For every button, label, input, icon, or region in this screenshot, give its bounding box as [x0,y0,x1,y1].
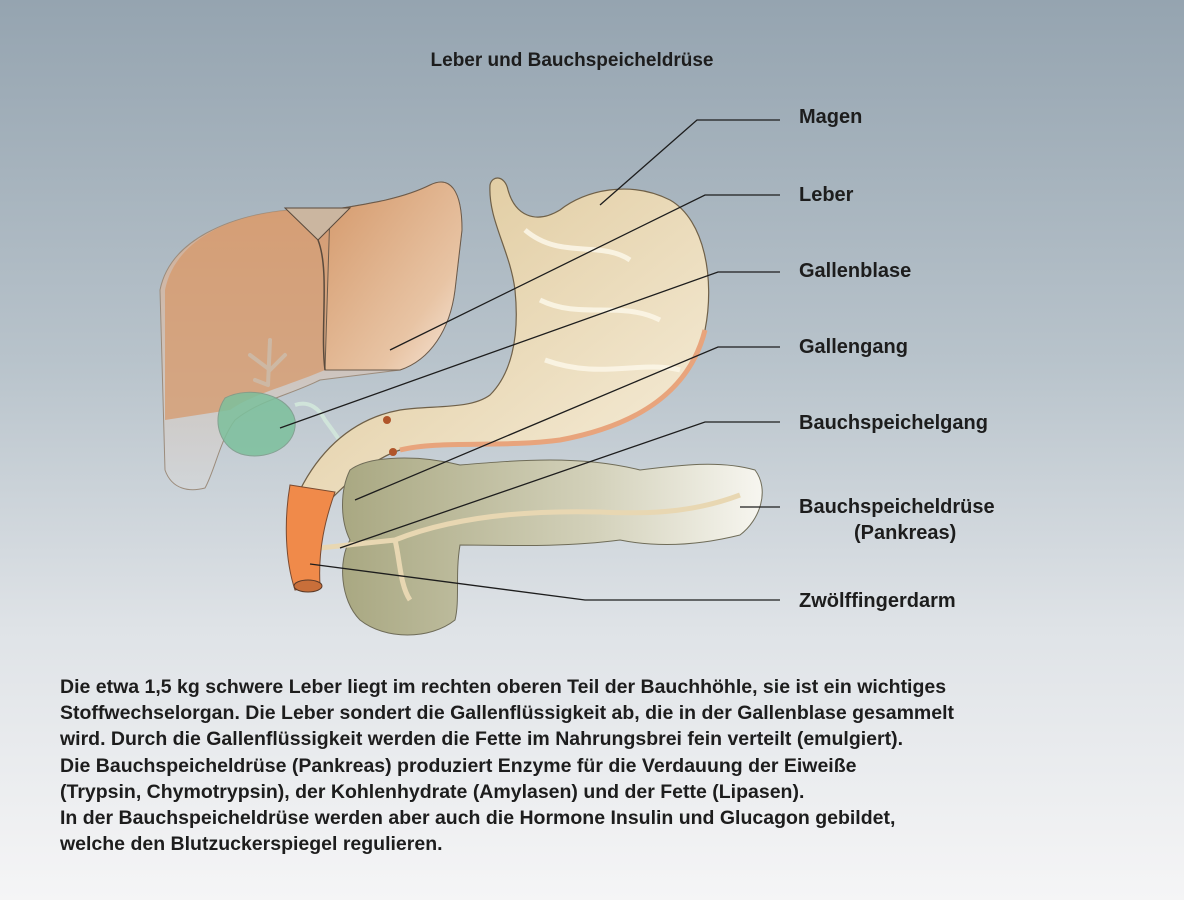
pancreatic-duct [319,492,741,602]
liver-right-lobe [165,210,330,420]
label-gallenblase: Gallenblase [799,260,912,282]
label-gallengang: Gallengang [799,336,908,358]
pancreas [342,457,763,636]
description-text: Die etwa 1,5 kg schwere Leber liegt im r… [60,674,1150,857]
description-line: (Trypsin, Chymotrypsin), der Kohlenhydra… [60,780,805,803]
description-line: Die Bauchspeicheldrüse (Pankreas) produz… [60,754,857,777]
label-bauchspeichelgang: Bauchspeichelgang [799,412,988,434]
description-line: Die etwa 1,5 kg schwere Leber liegt im r… [60,676,947,698]
diagram-title: Leber und Bauchspeicheldrüse [430,50,714,71]
leader-lines [279,119,780,601]
description-line: In der Bauchspeicheldrüse werden aber au… [60,807,896,830]
liver-left-lobe [324,181,463,371]
description-line: welche den Blutzuckerspiegel regulieren. [60,833,443,856]
label-pankreas: Bauchspeicheldrüse (Pankreas) [799,494,995,546]
label-pankreas-line1: Bauchspeicheldrüse [799,496,995,518]
label-pankreas-line2: (Pankreas) [854,522,957,544]
duodenum [285,484,336,591]
label-leber: Leber [799,184,854,206]
gallbladder [217,391,296,457]
label-magen: Magen [799,106,863,128]
description-line: wird. Durch die Gallenflüssigkeit werden… [60,728,904,751]
label-zwoelffingerdarm: Zwölffingerdarm [799,590,956,612]
description-line: Stoffwechselorgan. Die Leber sondert die… [60,702,955,725]
